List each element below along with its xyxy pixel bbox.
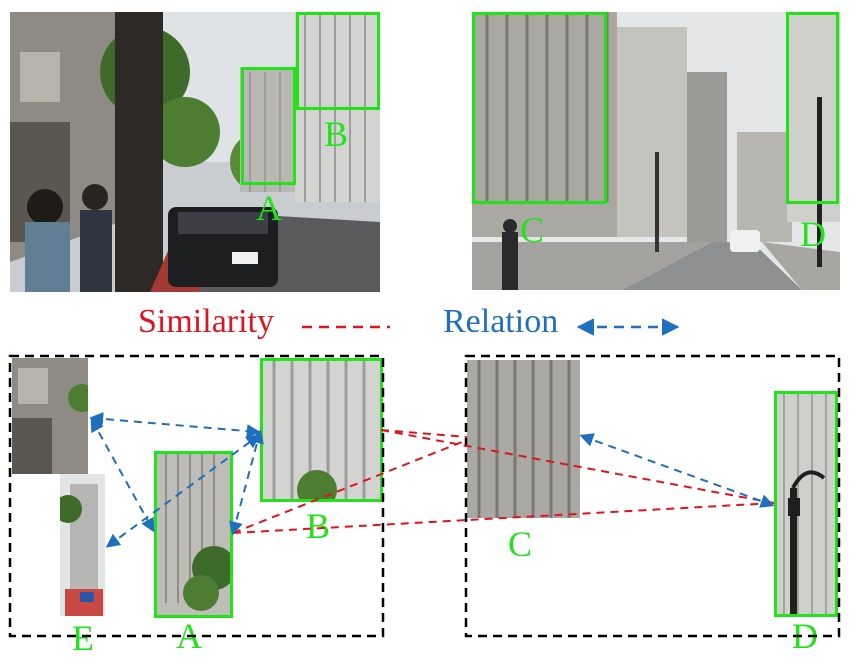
relation-edge-e-b bbox=[105, 434, 261, 548]
crop-c bbox=[467, 360, 580, 518]
photo-street-right bbox=[472, 12, 840, 290]
crop-left-building bbox=[12, 358, 88, 474]
crop-b bbox=[262, 360, 381, 500]
bbox-b-top bbox=[296, 12, 380, 110]
legend-relation-label: Relation bbox=[443, 303, 559, 340]
label-b-top: B bbox=[324, 114, 349, 154]
similarity-edge-a-d bbox=[232, 502, 775, 534]
relation-edge-building-a bbox=[90, 417, 155, 533]
crop-left-building-art bbox=[12, 358, 88, 474]
legend-similarity-label: Similarity bbox=[138, 303, 274, 340]
crop-d bbox=[776, 393, 836, 615]
relation-edge-building-b bbox=[89, 411, 261, 439]
group-box-right bbox=[464, 354, 841, 638]
bbox-d-bottom bbox=[774, 391, 838, 617]
bbox-c-top bbox=[472, 12, 607, 204]
photo-street-right-art bbox=[472, 12, 840, 290]
legend-similarity: Similarity bbox=[138, 305, 274, 339]
label-c-bottom: C bbox=[508, 524, 533, 564]
crop-c-art bbox=[467, 360, 580, 518]
similarity-edge-b-c bbox=[380, 429, 468, 438]
relation-edge-c-d bbox=[579, 433, 775, 508]
relation-edge-a-b bbox=[229, 429, 264, 536]
label-c-top: C bbox=[520, 210, 545, 250]
legend-relation: Relation bbox=[443, 305, 558, 339]
photo-street-left bbox=[10, 12, 380, 292]
bbox-d-top bbox=[786, 12, 839, 204]
label-e-bottom: E bbox=[72, 618, 94, 658]
label-b-bottom: B bbox=[306, 506, 331, 546]
photo-street-left-art bbox=[10, 12, 380, 292]
crop-b-art bbox=[262, 360, 381, 500]
crop-d-art bbox=[776, 393, 836, 615]
label-a-top: A bbox=[256, 188, 282, 228]
similarity-edge-a-c bbox=[232, 439, 468, 534]
group-box-left bbox=[8, 354, 385, 638]
similarity-edge-b-d bbox=[380, 429, 775, 504]
bbox-a-top bbox=[241, 67, 296, 185]
label-d-top: D bbox=[800, 214, 826, 254]
